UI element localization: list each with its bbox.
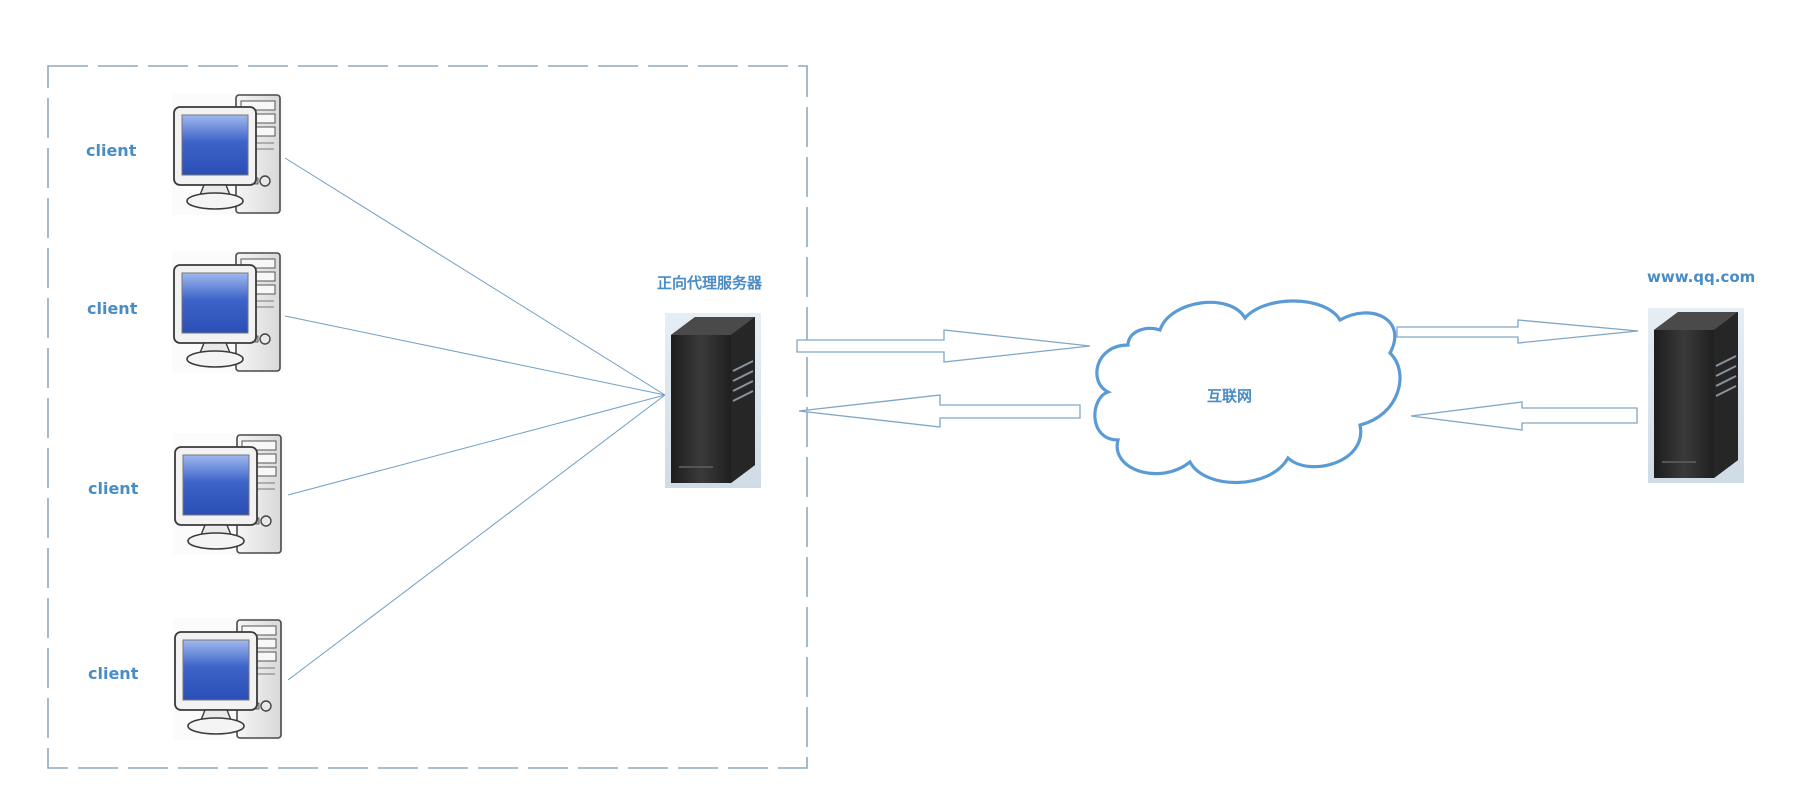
client-1: client — [86, 92, 285, 216]
client-4: client — [88, 617, 286, 741]
client-2: client — [87, 250, 285, 374]
computer-icon — [171, 250, 285, 374]
proxy-label: 正向代理服务器 — [657, 274, 763, 292]
computer-icon — [172, 432, 286, 556]
link-client-4 — [287, 394, 666, 681]
client-zone-border — [47, 65, 808, 769]
link-client-1 — [284, 157, 666, 396]
client-label: client — [88, 479, 139, 498]
arrow-internet-to-target — [1396, 319, 1639, 344]
arrow-internet-to-proxy — [798, 394, 1081, 428]
target-label: www.qq.com — [1647, 268, 1755, 286]
computer-icon — [171, 92, 285, 216]
target-server: www.qq.com — [1647, 268, 1755, 484]
arrow-target-to-internet — [1410, 401, 1638, 431]
internet-label: 互联网 — [1207, 387, 1252, 405]
server-icon — [1647, 307, 1745, 484]
client-3: client — [88, 432, 286, 556]
client-label: client — [86, 141, 137, 160]
link-client-2 — [284, 315, 666, 396]
proxy-server: 正向代理服务器 — [657, 274, 763, 489]
computer-icon — [172, 617, 286, 741]
client-label: client — [88, 664, 139, 683]
arrow-proxy-to-internet — [796, 329, 1091, 363]
server-icon — [664, 312, 762, 489]
cloud-icon — [1093, 299, 1402, 485]
internet-cloud: 互联网 — [1093, 299, 1402, 485]
client-proxy-links — [284, 157, 666, 681]
link-client-3 — [287, 394, 666, 496]
client-label: client — [87, 299, 138, 318]
